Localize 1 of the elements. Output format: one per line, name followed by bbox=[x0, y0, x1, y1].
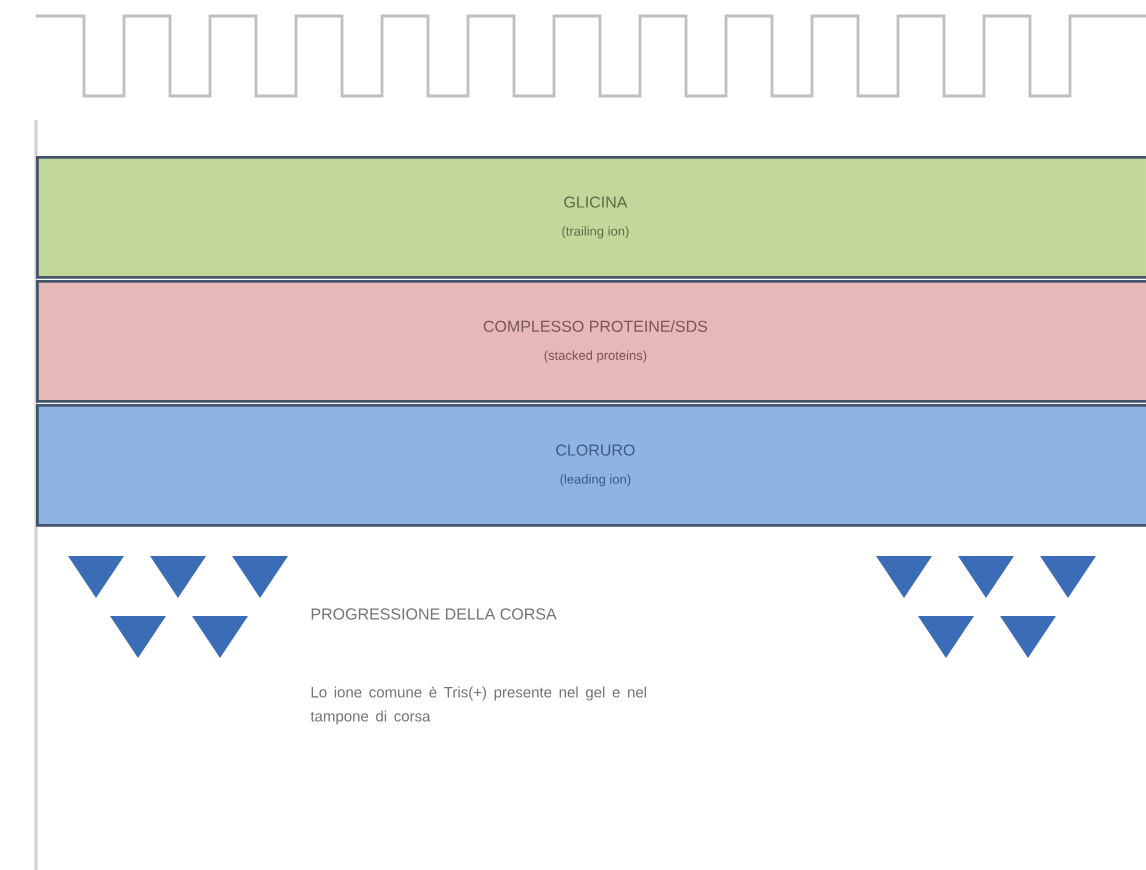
direction-title: PROGRESSIONE DELLA CORSA bbox=[311, 608, 557, 620]
